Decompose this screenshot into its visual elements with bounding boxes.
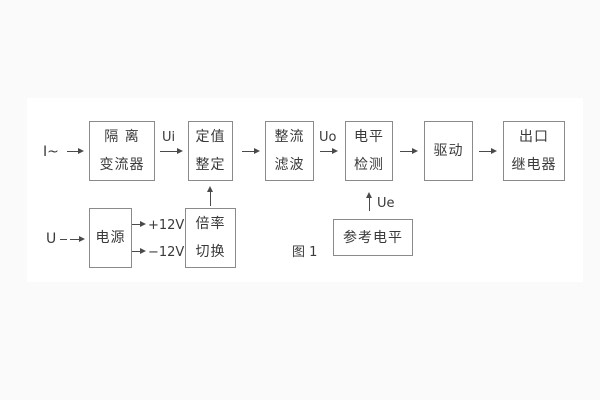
label-minus12: −12V — [148, 245, 185, 260]
label-ue: Ue — [377, 196, 395, 211]
arrow-minus12 — [132, 248, 146, 254]
figure-caption: 图 1 — [292, 245, 318, 260]
arrow-level-to-drive — [400, 148, 418, 154]
label-input-current: I~ — [43, 144, 59, 160]
block-ratio-switch: 倍率 切换 — [185, 208, 236, 268]
u-input-dash — [60, 239, 67, 240]
block-line: 定值 — [195, 129, 226, 145]
arrow-setting-to-rectifier — [242, 148, 260, 154]
arrow-input-to-isolation — [67, 148, 84, 154]
block-line: 整定 — [195, 157, 226, 173]
block-drive: 驱动 — [424, 121, 473, 181]
block-setting-adjustment: 定值 整定 — [188, 121, 233, 181]
block-line: 滤波 — [274, 157, 305, 173]
block-line: 继电器 — [511, 157, 557, 173]
label-plus12: +12V — [148, 218, 185, 233]
arrow-u-to-power — [70, 236, 85, 242]
block-line: 电源 — [95, 230, 126, 246]
arrow-rectifier-to-level — [320, 148, 338, 154]
label-uo: Uo — [319, 130, 337, 145]
block-rectifier-filter: 整流 滤波 — [265, 121, 314, 181]
label-ui: Ui — [162, 130, 176, 145]
block-line: 出口 — [519, 129, 549, 145]
block-reference-level: 参考电平 — [333, 219, 413, 256]
block-output-relay: 出口 继电器 — [503, 121, 565, 181]
block-isolation-transformer: 隔 离 变流器 — [89, 121, 155, 181]
arrow-drive-to-relay — [479, 148, 497, 154]
block-line: 参考电平 — [343, 229, 403, 246]
block-line: 电平 — [354, 129, 384, 145]
arrow-isolation-to-setting — [160, 148, 183, 154]
block-line: 切换 — [195, 244, 226, 260]
label-input-voltage: U — [46, 231, 57, 247]
block-line: 倍率 — [195, 216, 226, 232]
block-line: 检测 — [354, 157, 384, 173]
block-line: 驱动 — [433, 143, 464, 159]
arrow-ratio-to-setting — [207, 186, 213, 206]
block-line: 整流 — [274, 129, 305, 145]
block-level-detection: 电平 检测 — [345, 121, 393, 181]
block-line: 隔 离 — [104, 129, 140, 145]
arrow-plus12 — [132, 221, 146, 227]
block-power-supply: 电源 — [89, 208, 132, 268]
block-line: 变流器 — [99, 157, 145, 173]
arrow-ue-to-level — [366, 192, 372, 211]
